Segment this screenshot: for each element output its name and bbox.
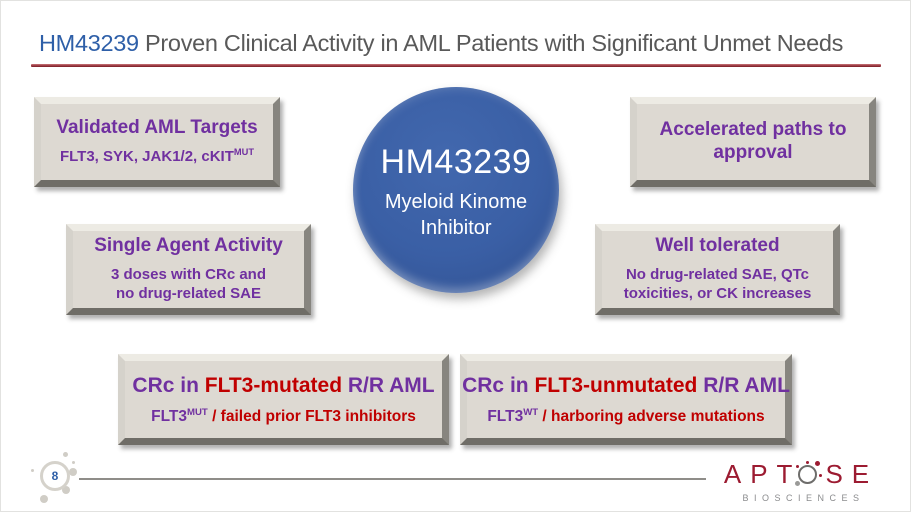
cell-ring-icon: 8 [40, 461, 70, 491]
card-title: Well tolerated [655, 235, 780, 257]
card-subtext-superscript: MUT [233, 147, 255, 158]
subtext-run-red: / failed prior FLT3 inhibitors [207, 407, 416, 425]
card-title: Validated AML Targets [56, 117, 258, 139]
page-number-badge: 8 [29, 448, 85, 506]
aptose-wordmark: APT SE [716, 459, 886, 490]
aptose-logo: APT SE BIOSCIENCES [716, 459, 886, 503]
card-title-line2: approval [713, 142, 793, 163]
cell-dot-icon [62, 486, 70, 494]
card-subtext: No drug-related SAE, QTc toxicities, or … [624, 265, 812, 304]
title-run-red: FLT3-unmutated [534, 374, 698, 398]
logo-dot-icon [806, 461, 810, 464]
logo-dot-icon [815, 461, 821, 466]
title-run-purple2: R/R AML [342, 374, 435, 398]
card-subtext-line1: 3 doses with CRc and [110, 265, 267, 283]
subtext-superscript: WT [523, 406, 539, 418]
subtext-run-purple: FLT3 [487, 407, 524, 425]
logo-biosciences-text: BIOSCIENCES [742, 493, 865, 503]
card-title: CRc in FLT3-mutated R/R AML [132, 373, 434, 398]
card-subtext: FLT3WT / harboring adverse mutations [487, 406, 765, 426]
footer-divider [79, 478, 706, 480]
logo-text-apt: APT [723, 459, 802, 489]
logo-dot-icon [795, 481, 801, 486]
card-subtext-main: FLT3, SYK, JAK1/2, cKIT [59, 148, 234, 166]
subtext-run-purple: FLT3 [151, 407, 187, 425]
title-run-purple2: R/R AML [697, 374, 790, 398]
card-subtext: 3 doses with CRc and no drug-related SAE [111, 265, 266, 304]
title-run-red: FLT3-mutated [204, 374, 343, 398]
logo-dot-icon [796, 465, 800, 468]
circle-drug-name: HM43239 [380, 143, 532, 181]
center-circle-hm43239: HM43239 Myeloid Kinome Inhibitor [353, 87, 559, 293]
page-title: HM43239 Proven Clinical Activity in AML … [39, 30, 843, 57]
card-crc-flt3-unmutated: CRc in FLT3-unmutated R/R AML FLT3WT / h… [460, 354, 792, 445]
card-subtext: FLT3MUT / failed prior FLT3 inhibitors [151, 406, 416, 426]
card-crc-flt3-mutated: CRc in FLT3-mutated R/R AML FLT3MUT / fa… [118, 354, 449, 445]
card-title-line1: Accelerated paths to [659, 119, 847, 141]
title-drug-name: HM43239 [39, 30, 139, 56]
cell-dot-icon [72, 461, 75, 464]
cell-dot-icon [31, 469, 34, 472]
circle-subtitle-line2: Inhibitor [420, 217, 492, 239]
circle-subtitle-line1: Myeloid Kinome [384, 191, 528, 213]
subtext-superscript: MUT [186, 406, 208, 418]
title-run-purple: CRc in [462, 374, 535, 398]
cell-dot-icon [63, 452, 68, 457]
title-rest: Proven Clinical Activity in AML Patients… [138, 30, 844, 56]
card-title: Accelerated paths to approval [660, 119, 847, 165]
card-title: Single Agent Activity [94, 235, 283, 257]
card-subtext-line2: no drug-related SAE [115, 285, 261, 303]
title-run-purple: CRc in [132, 374, 205, 398]
logo-dot-icon [819, 474, 823, 477]
card-title: CRc in FLT3-unmutated R/R AML [462, 373, 790, 398]
card-validated-aml-targets: Validated AML Targets FLT3, SYK, JAK1/2,… [34, 97, 280, 187]
title-underline [31, 64, 881, 67]
cell-dot-icon [40, 495, 48, 503]
card-well-tolerated: Well tolerated No drug-related SAE, QTc … [595, 224, 840, 315]
card-subtext-line2: toxicities, or CK increases [623, 285, 812, 303]
card-subtext-line1: No drug-related SAE, QTc [625, 265, 810, 283]
logo-text-se: SE [825, 459, 879, 489]
card-subtext: FLT3, SYK, JAK1/2, cKITMUT [60, 147, 254, 167]
subtext-run-red: / harboring adverse mutations [538, 407, 765, 425]
card-single-agent-activity: Single Agent Activity 3 doses with CRc a… [66, 224, 311, 315]
logo-cell-o-icon [795, 461, 823, 486]
page-number: 8 [51, 469, 59, 483]
card-accelerated-paths: Accelerated paths to approval [630, 97, 876, 187]
cell-dot-icon [69, 468, 77, 476]
